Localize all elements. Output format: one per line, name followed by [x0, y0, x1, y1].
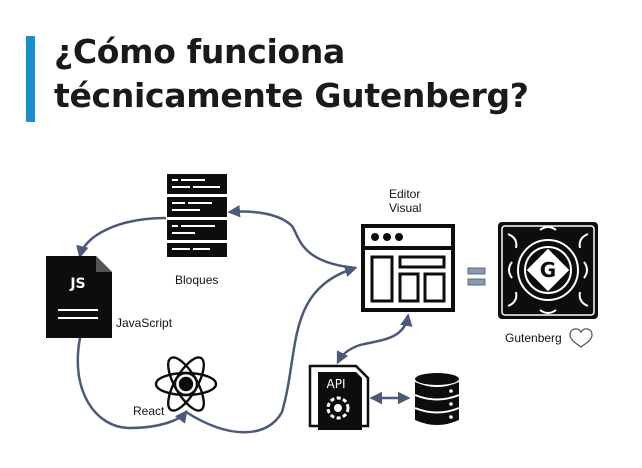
database-icon	[414, 373, 460, 425]
js-icon-text: JS	[69, 276, 85, 292]
arrow-js-to-react	[76, 336, 188, 430]
js-file-icon: JS	[46, 256, 112, 338]
title-line-1: ¿Cómo funciona	[54, 32, 346, 71]
editor-window-icon	[361, 224, 455, 312]
arrow-bloques-to-js	[76, 216, 167, 259]
code-blocks-icon	[167, 174, 227, 257]
react-atom-icon	[154, 356, 218, 412]
editor-label-line-2: Visual	[389, 201, 422, 215]
bloques-label: Bloques	[175, 273, 219, 287]
gutenberg-label: Gutenberg	[505, 331, 562, 345]
title-line-2: técnicamente Gutenberg?	[54, 76, 529, 115]
title-accent-bar	[26, 36, 35, 122]
arrow-editor-to-bloques	[227, 204, 357, 270]
react-label: React	[133, 404, 165, 418]
heart-icon	[569, 328, 593, 348]
arrow-react-to-editor	[184, 265, 358, 434]
page-title: ¿Cómo funciona técnicamente Gutenberg?	[54, 30, 529, 118]
arrow-editor-api	[336, 313, 413, 365]
api-document-gear-icon: API	[308, 364, 370, 430]
javascript-label: JavaScript	[116, 316, 173, 330]
api-icon-text: API	[327, 377, 346, 391]
editor-label-line-1: Editor	[389, 187, 421, 201]
gutenberg-logo: G	[498, 222, 598, 319]
gutenberg-logo-letter: G	[540, 258, 556, 282]
equals-sign-icon	[467, 267, 486, 286]
